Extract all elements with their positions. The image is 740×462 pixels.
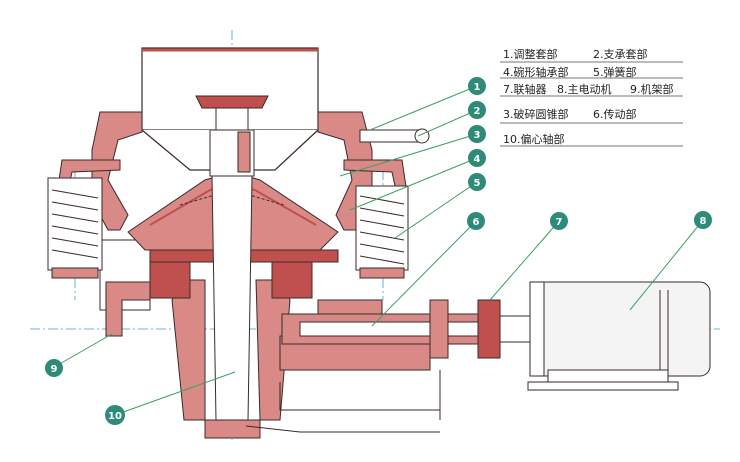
svg-text:7: 7: [556, 217, 563, 228]
svg-text:3: 3: [474, 130, 481, 141]
callout-8: 8: [694, 211, 712, 229]
spring-assembly-left: [47, 177, 103, 279]
svg-text:4: 4: [474, 154, 481, 165]
legend-item: 7.联轴器: [503, 83, 547, 96]
main-shaft: [195, 95, 269, 439]
legend-item: 1.调整套部: [503, 48, 558, 61]
callout-10: 10: [105, 405, 125, 425]
legend-item: 9.机架部: [630, 83, 674, 96]
legend-item: 10.偏心轴部: [503, 133, 565, 146]
svg-text:1: 1: [474, 82, 481, 93]
callout-2: 2: [468, 101, 486, 119]
callout-7: 7: [550, 212, 568, 230]
callout-3: 3: [468, 125, 486, 143]
callout-1: 1: [468, 77, 486, 95]
legend-item: 3.破碎圆锥部: [503, 108, 569, 121]
legend-item: 6.传动部: [593, 108, 637, 121]
svg-text:9: 9: [51, 364, 58, 375]
legend-item: 5.弹簧部: [593, 66, 637, 79]
svg-text:5: 5: [474, 178, 481, 189]
spring-assembly-right: [355, 185, 409, 279]
svg-text:6: 6: [473, 217, 480, 228]
callout-9: 9: [45, 359, 63, 377]
svg-text:10: 10: [108, 411, 122, 422]
svg-text:8: 8: [700, 216, 707, 227]
legend-item: 4.碗形轴承部: [503, 66, 569, 79]
main-motor: [527, 281, 711, 391]
leader-lines: [55, 85, 704, 416]
drive-shaft: [281, 299, 531, 359]
legend-lines: [500, 61, 683, 147]
callout-6: 6: [467, 212, 485, 230]
legend-item: 8.主电动机: [557, 83, 612, 96]
callout-4: 4: [468, 149, 486, 167]
callout-5: 5: [468, 173, 486, 191]
legend-item: 2.支承套部: [593, 48, 648, 61]
eccentric-sleeve: [149, 261, 313, 421]
svg-text:2: 2: [474, 106, 481, 117]
lubrication-pipe: [245, 370, 441, 433]
